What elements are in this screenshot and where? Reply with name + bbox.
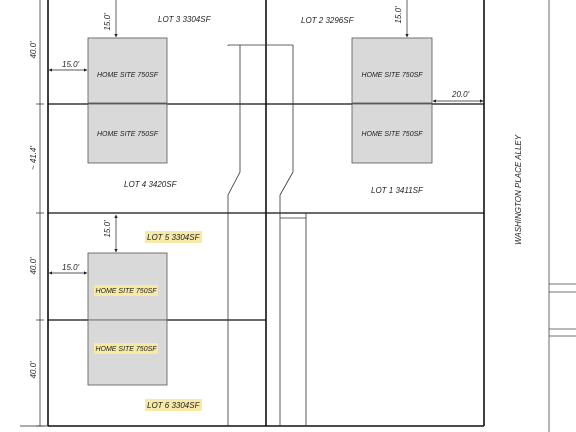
dim-label-lot3-front: 15.0' [103, 13, 112, 31]
lot-labels: LOT 3 3304SF LOT 2 3296SF LOT 4 3420SF L… [124, 15, 424, 411]
driveway [227, 44, 307, 426]
dim-label-depth-lot3: 40.0' [29, 41, 38, 59]
dimensions [20, 0, 484, 427]
home-site-label: HOME SITE 750SF [97, 131, 159, 138]
lot-label-3: LOT 3 3304SF [158, 15, 212, 24]
dim-label-lot5-front: 15.0' [103, 220, 112, 238]
lot-6-highlight [145, 399, 202, 411]
lot-label-5: LOT 5 3304SF [147, 233, 201, 242]
street-label: WASHINGTON PLACE ALLEY [514, 134, 523, 245]
driveway-outline-left [227, 45, 241, 426]
dim-label-lot1-rear: 20.0' [451, 90, 470, 99]
home-site-lot4: HOME SITE 750SF [87, 103, 168, 164]
driveway-outline-right [279, 45, 307, 426]
home-site-lot1: HOME SITE 750SF [351, 103, 433, 164]
lot-label-1: LOT 1 3411SF [371, 186, 424, 195]
dim-label-lot3-side: 15.0' [62, 60, 80, 69]
home-site-lot6: HOME SITE 750SF [87, 319, 168, 386]
home-site-label: HOME SITE 750SF [97, 72, 159, 79]
dim-label-depth-lot4: ~ 41.4' [29, 146, 38, 170]
alley: WASHINGTON PLACE ALLEY [514, 134, 523, 245]
home-site-label: HOME SITE 750SF [95, 346, 157, 353]
home-site-label: HOME SITE 750SF [361, 131, 423, 138]
dimension-labels: 15.0' 15.0' 15.0' 15.0' 15.0' 20.0' 40.0… [29, 6, 470, 379]
neighbor-structure [548, 0, 576, 432]
home-site-lot2: HOME SITE 750SF [351, 37, 433, 104]
lot-label-4: LOT 4 3420SF [124, 180, 178, 189]
home-site-label: HOME SITE 750SF [95, 288, 157, 295]
home-site-lot3: HOME SITE 750SF [87, 37, 168, 104]
lot-5-highlight [145, 231, 202, 243]
home-sites: HOME SITE 750SF HOME SITE 750SF HOME SIT… [87, 37, 433, 386]
lot-label-6: LOT 6 3304SF [147, 401, 201, 410]
lot-label-2: LOT 2 3296SF [301, 16, 355, 25]
dim-label-depth-lot5: 40.0' [29, 257, 38, 275]
home-site-lot5: HOME SITE 750SF [87, 252, 168, 321]
dim-label-lot2-front: 15.0' [394, 6, 403, 24]
dim-label-depth-lot6: 40.0' [29, 361, 38, 379]
home-site-label: HOME SITE 750SF [361, 72, 423, 79]
dim-label-lot5-side: 15.0' [62, 263, 80, 272]
